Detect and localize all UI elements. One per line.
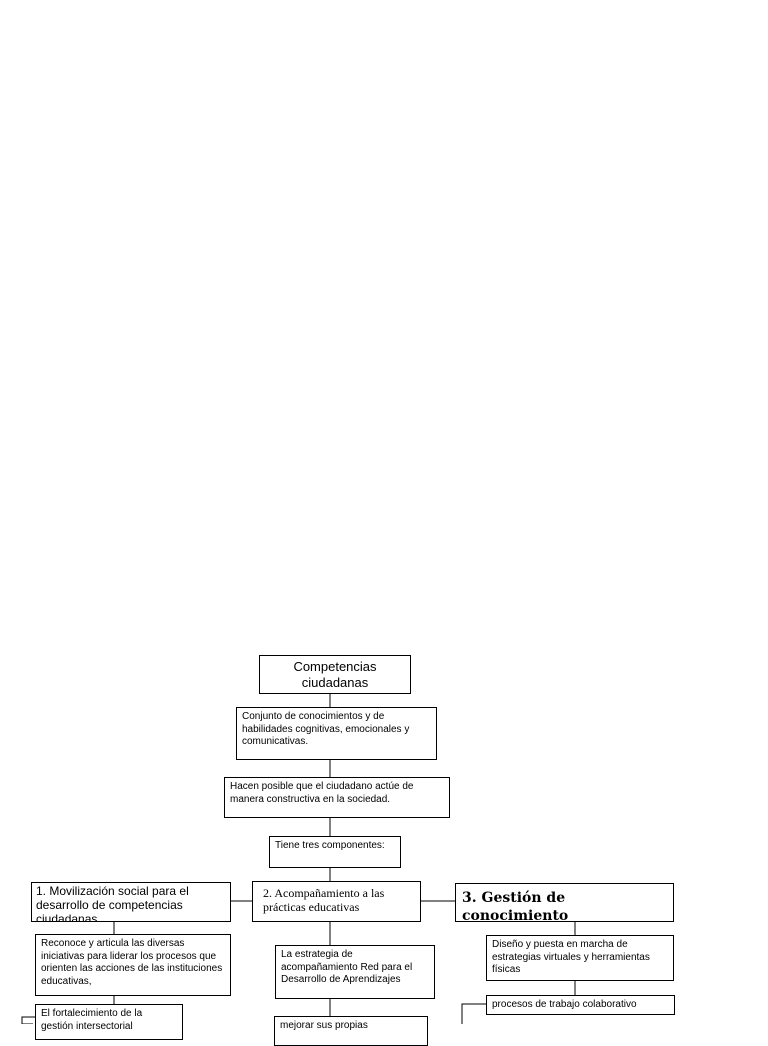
component-2-child-2-text: mejorar sus propias — [280, 1020, 368, 1031]
component-2-child-1-box: La estrategia de acompañamiento Red para… — [275, 945, 435, 999]
components-intro-box: Tiene tres componentes: — [269, 836, 401, 868]
concept-map: Competencias ciudadanas Conjunto de cono… — [21, 655, 675, 1046]
component-3-child-1-box: Diseño y puesta en marcha de estrategias… — [486, 935, 674, 981]
definition-box: Conjunto de conocimientos y de habilidad… — [236, 707, 437, 760]
root-concept-text: Competencias ciudadanas — [293, 659, 377, 690]
component-3-title: 3. Gestión de conocimiento — [462, 890, 569, 922]
component-2-child-2-box: mejorar sus propias — [274, 1016, 428, 1046]
component-1-title: 1. Movilización social para el desarroll… — [36, 884, 189, 922]
component-1-child-1-box: Reconoce y articula las diversas iniciat… — [35, 934, 231, 996]
component-1-child-2-box: El fortalecimiento de la gestión interse… — [35, 1004, 183, 1040]
component-3-child-2-text: procesos de trabajo colaborativo — [492, 999, 637, 1010]
component-3-child-1-text: Diseño y puesta en marcha de estrategias… — [492, 939, 650, 975]
component-3-box: 3. Gestión de conocimiento — [455, 883, 674, 922]
component-1-box: 1. Movilización social para el desarroll… — [31, 882, 231, 922]
component-1-child-2-text: El fortalecimiento de la gestión interse… — [41, 1008, 143, 1032]
purpose-text: Hacen posible que el ciudadano actúe de … — [230, 781, 414, 805]
component-1-child-1-text: Reconoce y articula las diversas iniciat… — [41, 938, 223, 987]
component-2-box: 2. Acompañamiento a las prácticas educat… — [252, 881, 421, 922]
component-2-title: 2. Acompañamiento a las prácticas educat… — [263, 886, 385, 915]
definition-text: Conjunto de conocimientos y de habilidad… — [242, 711, 410, 747]
root-concept-box: Competencias ciudadanas — [259, 655, 411, 694]
component-2-child-1-text: La estrategia de acompañamiento Red para… — [281, 949, 413, 985]
components-intro-text: Tiene tres componentes: — [275, 840, 385, 851]
connector-lines — [21, 694, 576, 1024]
component-3-child-2-box: procesos de trabajo colaborativo — [486, 995, 675, 1015]
purpose-box: Hacen posible que el ciudadano actúe de … — [224, 777, 450, 818]
